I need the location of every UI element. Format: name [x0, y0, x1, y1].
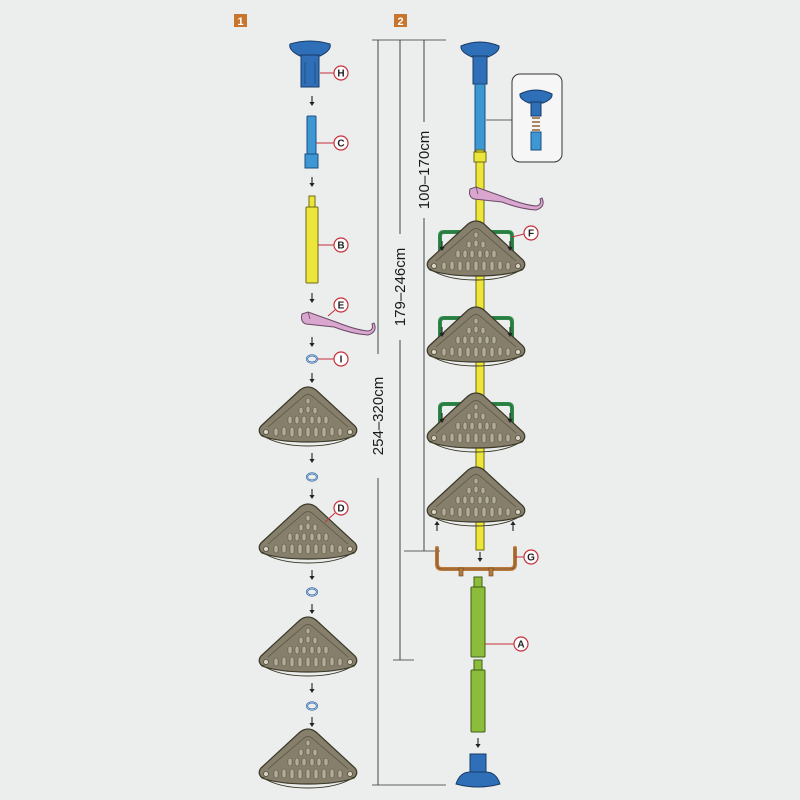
callout-i: I [318, 351, 349, 367]
arrow-down-icon [308, 569, 316, 581]
arrow-down-icon [474, 737, 482, 749]
callout-g-label: G [527, 553, 535, 564]
ring-icon [306, 587, 318, 597]
callout-f-label: F [528, 229, 534, 240]
dimension-upper: 100–170cm [404, 40, 440, 552]
bottom-suction-cup-icon [455, 753, 501, 788]
step-2-badge: 2 [394, 14, 407, 28]
step-1-exploded-view: H C B E [258, 40, 376, 789]
step-2-label: 2 [397, 16, 403, 28]
arrow-down-icon [308, 372, 316, 384]
callout-e: E [327, 297, 349, 317]
callout-d: D [324, 500, 349, 523]
callout-g: G [515, 549, 539, 565]
part-c-upper-pole [304, 115, 319, 169]
callout-b-label: B [337, 241, 344, 252]
dimension-mid: 179–246cm [392, 40, 414, 661]
callout-h: H [320, 65, 349, 81]
step-1-label: 1 [237, 16, 243, 28]
ring-icon [306, 472, 318, 482]
arrow-down-icon [308, 292, 316, 304]
callout-h-label: H [337, 69, 344, 80]
upper-pole [474, 83, 486, 155]
lower-pole-bottom [470, 659, 486, 733]
pole-joint [473, 151, 487, 163]
callout-b: B [318, 237, 349, 253]
arrow-down-icon [308, 488, 316, 500]
arrow-down-icon [308, 682, 316, 694]
arrow-down-icon [308, 176, 316, 188]
arrow-down-icon [308, 603, 316, 615]
part-g-bracket [435, 546, 517, 577]
step-1-badge: 1 [234, 14, 247, 28]
callout-c: C [316, 135, 349, 151]
shelf-icon [258, 728, 358, 789]
arrow-down-icon [308, 336, 316, 348]
callout-f: F [511, 225, 539, 241]
arrow-up-icon [433, 520, 441, 532]
shelf-icon [258, 386, 358, 447]
suction-cup-detail-inset [486, 73, 563, 163]
callout-a-label: A [517, 640, 524, 651]
callout-d-label: D [337, 504, 344, 515]
callout-c-label: C [337, 139, 344, 150]
arrow-up-icon [509, 520, 517, 532]
callout-i-label: I [340, 355, 343, 366]
dimension-mid-label: 179–246cm [392, 248, 409, 326]
part-e-hook-icon [301, 311, 376, 336]
part-i-ring-icon [306, 354, 318, 364]
shelf-icon [258, 616, 358, 677]
arrow-down-icon [308, 452, 316, 464]
dimension-total-label: 254–320cm [370, 377, 387, 455]
ring-icon [306, 701, 318, 711]
arrow-down-icon [308, 716, 316, 728]
arrow-down-icon [476, 551, 484, 563]
part-h-suction-cup-icon [289, 40, 331, 88]
step-2-assembled-view: F G [426, 41, 563, 788]
callout-a: A [485, 636, 529, 652]
top-suction-cup-icon [460, 41, 500, 85]
part-b-middle-pole [305, 195, 319, 284]
dimension-total: 254–320cm [370, 39, 446, 786]
arrow-down-icon [308, 95, 316, 107]
shelf-icon [426, 466, 526, 527]
callout-e-label: E [338, 301, 345, 312]
part-a-lower-pole [470, 576, 486, 658]
dimension-upper-label: 100–170cm [416, 131, 433, 209]
